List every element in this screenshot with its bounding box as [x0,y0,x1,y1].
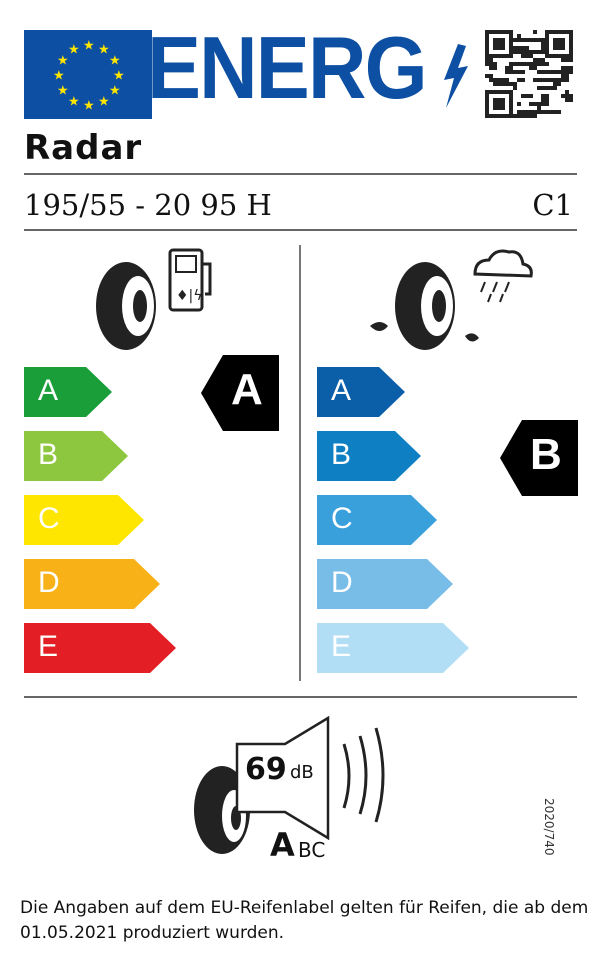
class-letter: E [38,630,59,663]
noise-unit: dB [290,762,314,783]
class-letter: E [331,630,352,663]
wet-class-bar-a: A [317,367,405,417]
energy-logo-text: ENERG [147,18,428,117]
star-icon: ★ [68,94,80,109]
star-icon: ★ [53,69,65,84]
regulation-number: 2020/740 [542,798,556,856]
class-letter: C [38,502,60,535]
fuel-class-bar-d: D [24,559,160,609]
star-icon: ★ [109,54,121,69]
star-icon: ★ [68,43,80,58]
eu-flag-icon: ★★★★★★★★★★★★ [24,30,152,119]
noise-class-selected: A [270,826,295,864]
divider [24,173,577,175]
class-letter: D [331,566,353,599]
vertical-divider [299,245,301,681]
star-icon: ★ [98,43,110,58]
qr-code-icon[interactable] [485,30,573,118]
tyre-size: 195/55 - 20 95 H [24,188,272,222]
svg-text:♦|ϟ: ♦|ϟ [176,288,203,304]
star-icon: ★ [57,84,69,99]
fuel-efficiency-icon: ♦|ϟ [96,248,212,350]
divider [24,229,577,231]
wet-class-bar-e: E [317,623,469,673]
noise-icon [194,715,385,854]
class-letter: B [38,438,59,471]
tyre-class: C1 [532,188,573,222]
divider [24,696,577,698]
wet-class-bar-d: D [317,559,453,609]
class-letter: A [331,374,352,407]
class-letter: A [38,374,59,407]
footer-note: Die Angaben auf dem EU-Reifenlabel gelte… [20,898,589,943]
fuel-class-bar-b: B [24,431,128,481]
fuel-rating-letter: A [231,365,263,414]
wet-class-bar-c: C [317,495,437,545]
wet-grip-icon [370,249,533,350]
noise-value: 69 [245,752,287,787]
fuel-class-bar-c: C [24,495,144,545]
star-icon: ★ [57,54,69,69]
class-letter: D [38,566,60,599]
class-letter: B [331,438,352,471]
fuel-class-bar-e: E [24,623,176,673]
star-icon: ★ [83,39,95,54]
wet-class-bar-b: B [317,431,421,481]
class-letter: C [331,502,353,535]
star-icon: ★ [113,69,125,84]
star-icon: ★ [83,99,95,114]
wet-rating-marker: B [500,420,578,496]
fuel-class-bar-a: A [24,367,112,417]
star-icon: ★ [109,84,121,99]
noise-class-others: BC [298,838,326,862]
star-icon: ★ [98,94,110,109]
wet-rating-letter: B [530,430,562,479]
fuel-rating-marker: A [201,355,279,431]
brand-name: Radar [24,128,143,168]
lightning-icon [444,44,468,108]
